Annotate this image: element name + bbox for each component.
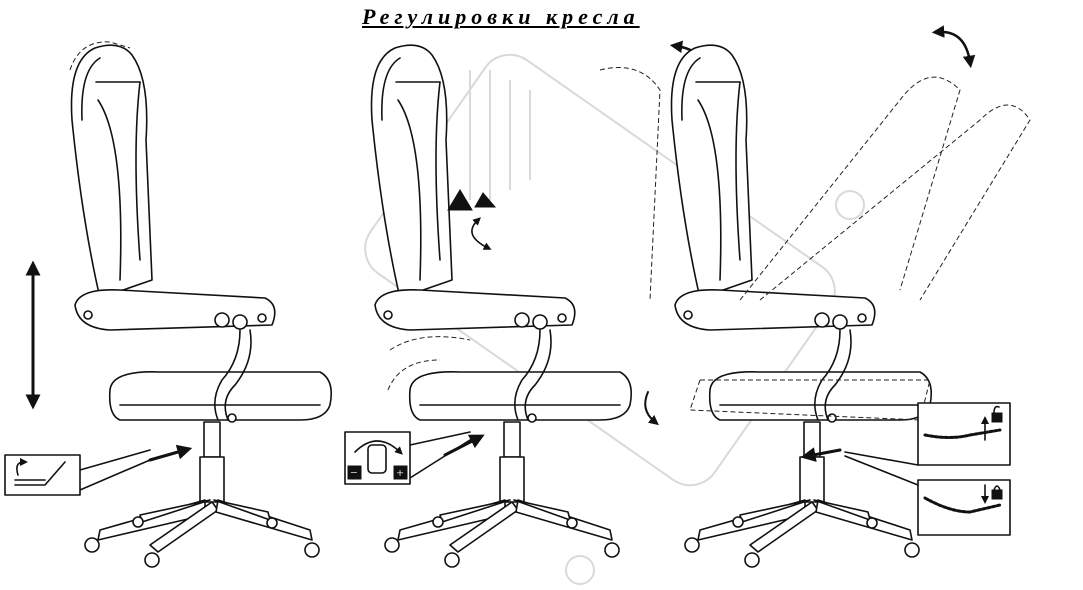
lock-inset [917,479,1011,536]
light-weight-icon [474,192,497,208]
unlocked-padlock-icon [991,412,1003,423]
chair-recline-adjustment [670,25,1031,568]
heavy-weight-icon [447,189,473,211]
recline-arrow-icon [931,25,976,69]
lever-inset [4,454,81,496]
pointer-arrow-icon [800,447,842,462]
locked-padlock-icon [991,489,1003,500]
lever-icon [14,461,66,486]
chair-height-adjustment [4,41,333,568]
minus-sign: − [350,465,357,480]
pointer-arrow-icon [148,444,193,462]
chair-tension-adjustment: − + [344,40,717,568]
page-title: Регулировки кресла [362,4,640,29]
knob-icon [367,444,387,474]
tilt-arrow-icon [644,391,659,426]
curved-arrow-icon [471,217,492,250]
unlock-inset [917,402,1011,466]
plus-sign: + [396,465,403,480]
